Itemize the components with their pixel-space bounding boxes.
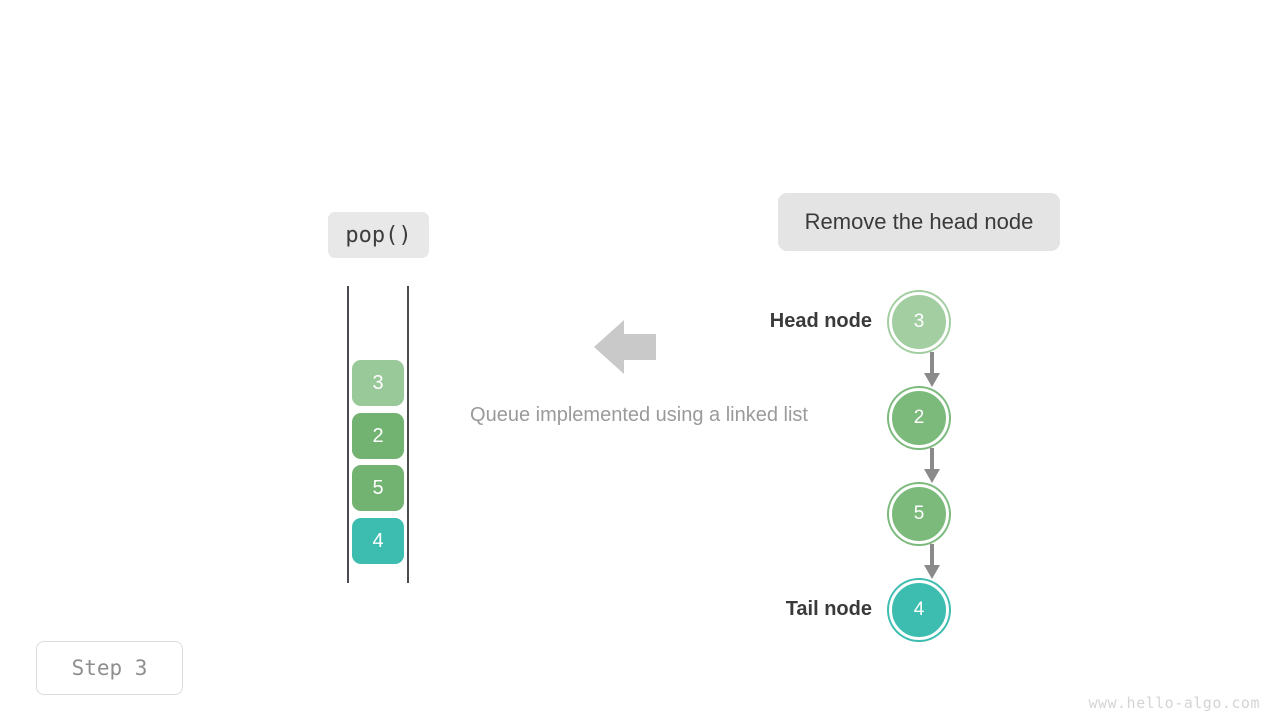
queue-cell: 4 (352, 518, 404, 564)
tail-node-label: Tail node (785, 598, 872, 620)
step-badge: Step 3 (36, 641, 183, 695)
queue-cell: 5 (352, 465, 404, 511)
head-node-label: Head node (769, 310, 872, 332)
operation-label: pop() (328, 212, 429, 258)
arrow-left-icon (594, 320, 656, 374)
queue-rail-right (407, 286, 409, 583)
arrow-down-icon (916, 448, 948, 484)
queue-cell: 3 (352, 360, 404, 406)
list-node: 5 (889, 484, 949, 544)
list-node: 2 (889, 388, 949, 448)
caption-text: Queue implemented using a linked list (470, 404, 808, 426)
watermark: www.hello-algo.com (1088, 694, 1260, 712)
arrow-down-icon (916, 544, 948, 580)
list-node: 4 (889, 580, 949, 640)
queue-cell: 2 (352, 413, 404, 459)
list-node: 3 (889, 292, 949, 352)
description-label: Remove the head node (778, 193, 1060, 251)
arrow-down-icon (916, 352, 948, 388)
queue-rail-left (347, 286, 349, 583)
linked-list-view: Head node Tail node 3 2 5 4 (750, 285, 980, 650)
queue-array-view: 3 2 5 4 (330, 280, 430, 590)
